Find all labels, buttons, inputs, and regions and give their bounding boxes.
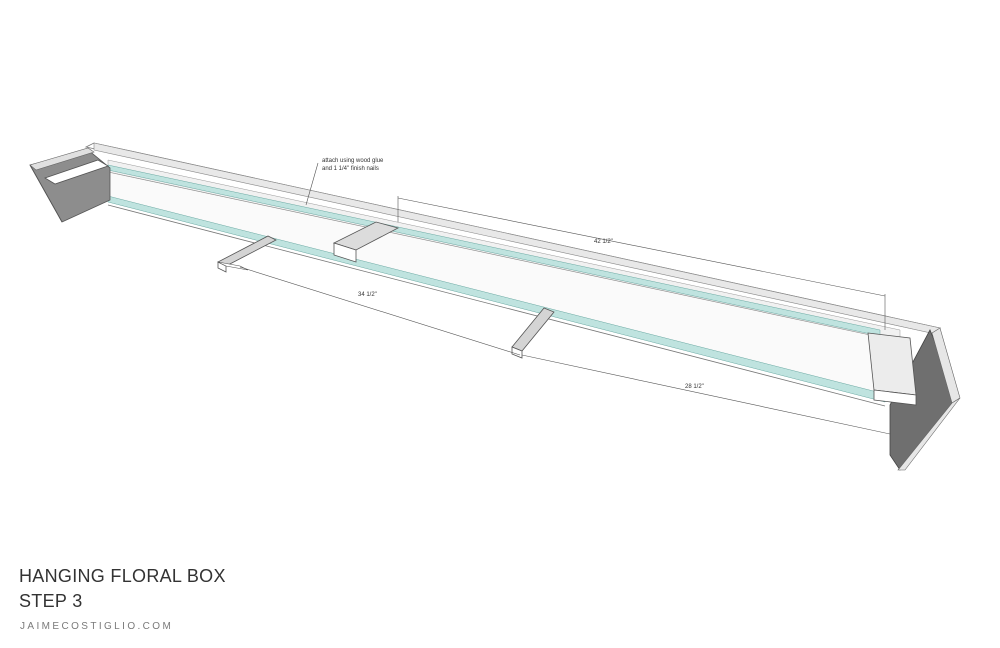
dim-middle-label: 34 1/2" [358, 292, 377, 298]
dim-middle-line [239, 266, 521, 356]
support-right-front [511, 346, 523, 359]
dim-top-line [397, 197, 886, 297]
right-end-cleat [867, 332, 917, 396]
dim-right-line [521, 354, 891, 435]
left-end-top [29, 147, 95, 171]
support-left [217, 235, 277, 267]
annotation-line1: attach using wood glue [322, 158, 384, 164]
bottom-board [107, 171, 881, 394]
right-end-cleat-front [873, 389, 917, 406]
glass-strip-edge [107, 204, 886, 407]
top-block-front [333, 242, 357, 263]
left-end-cleat [44, 159, 109, 185]
support-right [511, 307, 555, 352]
annotation-leader [305, 162, 319, 206]
website-label: JAIMECOSTIGLIO.COM [20, 621, 174, 632]
glass-strip-bottom [107, 195, 886, 403]
dim-right-label: 28 1/2" [685, 384, 704, 390]
right-end-bottom-edge [897, 397, 961, 471]
page-subtitle: STEP 3 [19, 591, 83, 611]
dim-top-label: 42 1/2" [594, 239, 613, 245]
support-left-top [217, 261, 249, 271]
annotation-line2: and 1 1/4" finish nails [322, 166, 379, 172]
glass-strip-top [107, 164, 881, 337]
page-title: HANGING FLORAL BOX [19, 566, 226, 586]
left-end-edge [29, 164, 63, 223]
